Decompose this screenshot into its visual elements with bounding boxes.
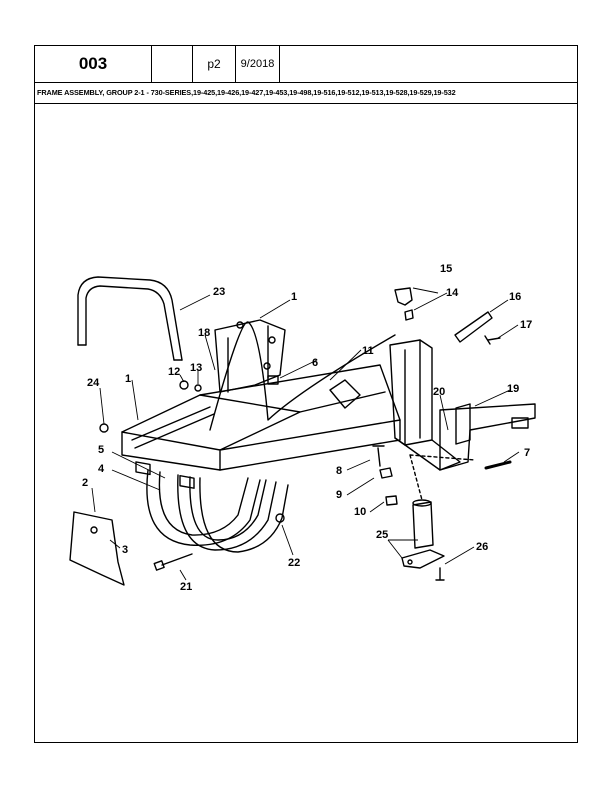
callout-16: 16	[509, 291, 521, 303]
callout-9: 9	[336, 489, 342, 501]
callout-4: 4	[98, 463, 105, 475]
rear-post	[389, 339, 433, 446]
page-code: p2	[193, 46, 236, 82]
tube-loop	[146, 469, 261, 546]
long-bolt	[161, 553, 193, 566]
callout-25: 25	[376, 529, 388, 541]
callout-13: 13	[190, 362, 202, 374]
diagram-title: FRAME ASSEMBLY, GROUP 2-1 - 730-SERIES,1…	[37, 88, 456, 97]
header-row: 003 p2 9/2018	[35, 46, 577, 82]
link-bar	[454, 311, 493, 343]
callout-24: 24	[87, 377, 100, 389]
vertical-bracket	[214, 319, 286, 393]
knob	[394, 287, 413, 306]
callout-3: 3	[122, 544, 128, 556]
callout-1a: 1	[291, 291, 297, 303]
callout-labels: 23 1 1 2 3 4 5 6 7 8 9 10 11 12 13 14 15…	[82, 263, 532, 593]
callout-14: 14	[446, 287, 459, 299]
callout-17: 17	[520, 319, 532, 331]
callout-19: 19	[507, 383, 519, 395]
callout-12: 12	[168, 366, 180, 378]
callout-11: 11	[362, 345, 374, 357]
u-bracket-part	[77, 276, 183, 361]
revision-date: 9/2018	[236, 46, 280, 82]
callout-15: 15	[440, 263, 452, 275]
callout-8: 8	[336, 465, 342, 477]
callout-1b: 1	[125, 373, 131, 385]
callout-21: 21	[180, 581, 192, 593]
tongue	[439, 403, 536, 471]
callout-26: 26	[476, 541, 488, 553]
cable	[209, 321, 396, 431]
callout-5: 5	[98, 444, 104, 456]
page-number: 003	[35, 46, 152, 82]
callout-22: 22	[288, 557, 300, 569]
page-frame: 003 p2 9/2018 FRAME ASSEMBLY, GROUP 2-1 …	[34, 45, 578, 743]
title-divider	[35, 103, 577, 104]
callout-2: 2	[82, 477, 88, 489]
header-divider	[35, 82, 577, 83]
jack-tube	[412, 501, 434, 549]
callout-18: 18	[198, 327, 210, 339]
callout-20: 20	[433, 386, 445, 398]
blank-cell	[152, 46, 193, 82]
callout-6: 6	[312, 357, 318, 369]
plate	[69, 511, 125, 586]
callout-7: 7	[524, 447, 530, 459]
callout-10: 10	[354, 506, 366, 518]
callout-23: 23	[213, 286, 225, 298]
